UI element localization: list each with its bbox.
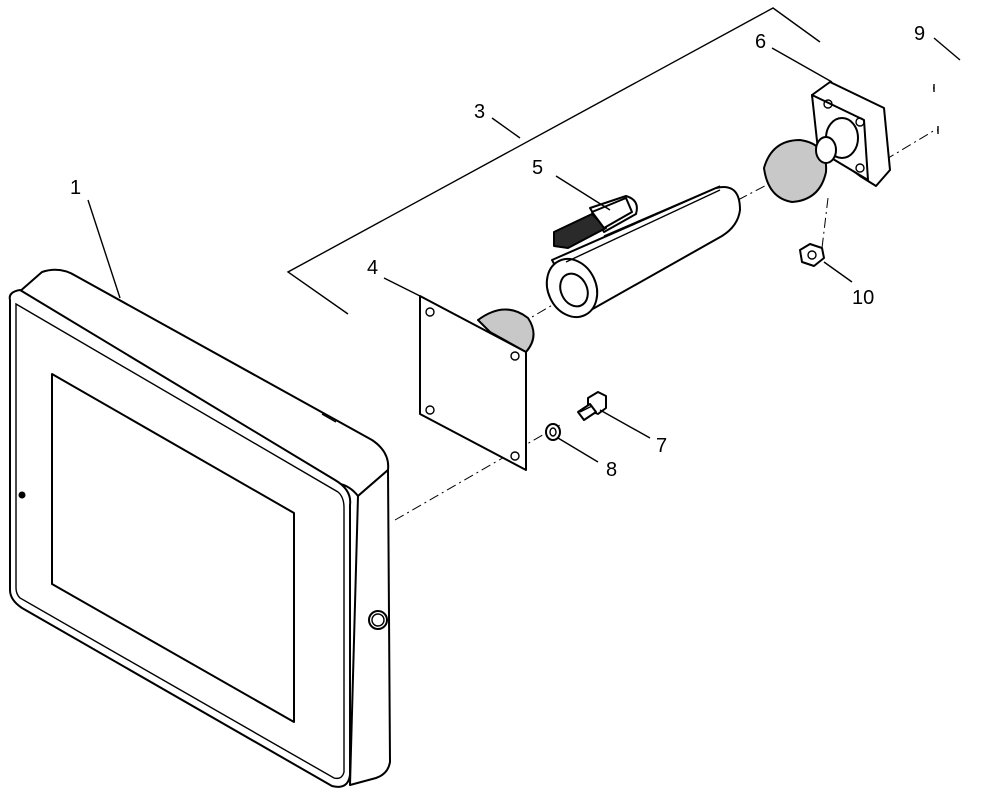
- assembly-bracket: [286, 7, 821, 315]
- callout-7: 7: [656, 435, 667, 457]
- display-screen: [51, 373, 295, 723]
- callout-8: 8: [606, 459, 617, 481]
- centerline-bracket-to-ubolt: [884, 129, 936, 161]
- callouts: 1 3 4 5 6 9 10 7 8: [70, 23, 925, 481]
- u-bolt: [933, 63, 998, 134]
- display-monitor: [8, 268, 391, 788]
- callout-3: 3: [474, 101, 485, 123]
- ball-base-bracket: [763, 81, 891, 203]
- callout-4: 4: [367, 257, 378, 279]
- status-led-icon: [18, 491, 26, 499]
- plate-ball: [477, 308, 535, 353]
- mounting-plate: [419, 295, 535, 471]
- bracket-ball: [763, 139, 828, 203]
- washer: [545, 423, 561, 441]
- socket-arm: [545, 185, 741, 319]
- hex-nut: [799, 243, 825, 267]
- centerline-bracket-to-nut: [821, 197, 829, 249]
- centerline-arm-to-ball: [737, 177, 781, 201]
- callout-1: 1: [70, 177, 81, 199]
- centerline-display-to-washer: [394, 424, 561, 521]
- callout-10: 10: [852, 287, 874, 309]
- bolt: [577, 391, 607, 421]
- callout-9: 9: [914, 23, 925, 45]
- leader-lines: [87, 37, 961, 463]
- callout-6: 6: [755, 31, 766, 53]
- callout-5: 5: [532, 157, 543, 179]
